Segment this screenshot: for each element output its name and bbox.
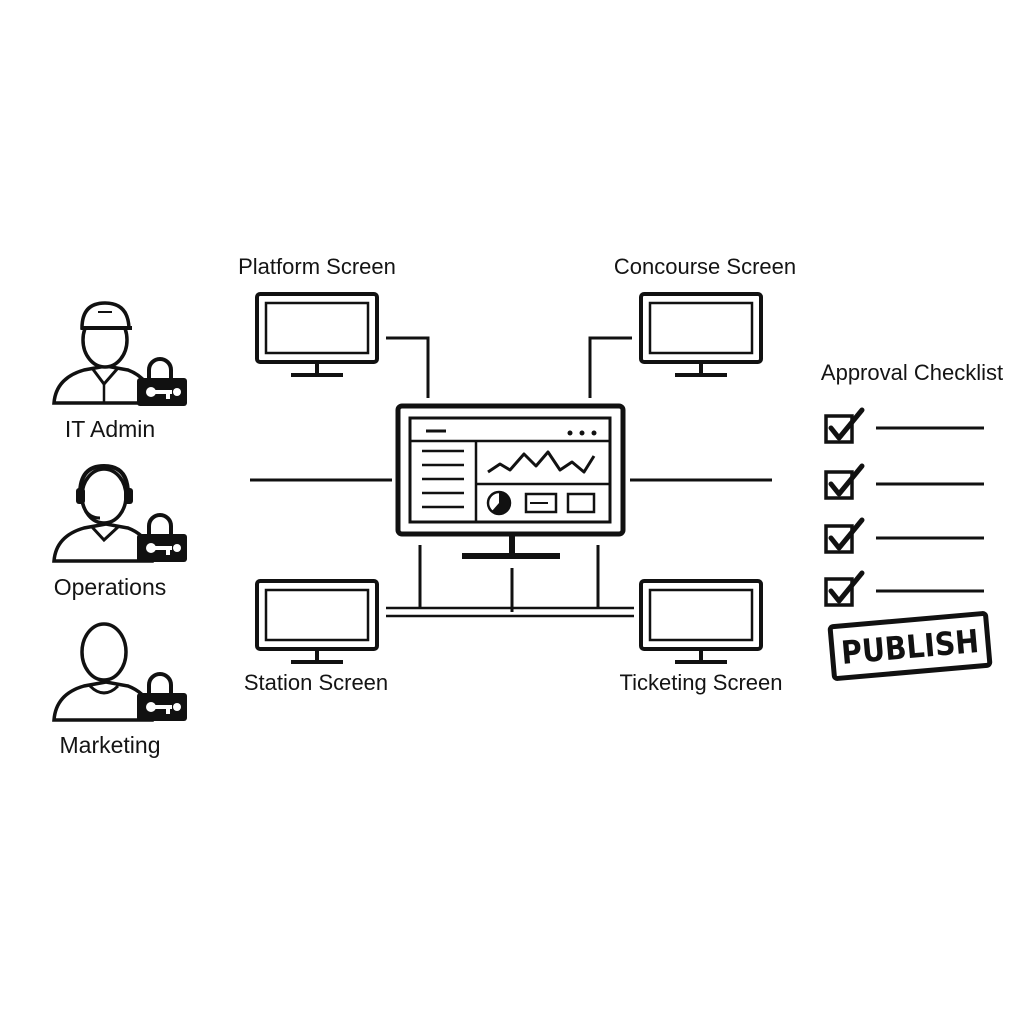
role-it-admin: IT Admin: [52, 301, 189, 442]
screen-station: Station Screen: [244, 579, 388, 695]
pie-chart-icon: [486, 490, 512, 516]
checklist-item: [826, 573, 984, 605]
monitor-icon: [639, 292, 763, 377]
line-chart-icon: [487, 450, 596, 474]
screen-label-concourse: Concourse Screen: [614, 254, 796, 279]
operator-with-headset-icon: [52, 463, 154, 563]
checkbox-checked-icon: [826, 573, 862, 605]
screen-ticketing: Ticketing Screen: [619, 579, 783, 695]
monitor-icon: [255, 579, 379, 664]
padlock-key-icon: [135, 672, 189, 723]
checkbox-checked-icon: [826, 410, 862, 442]
technician-with-cap-icon: [52, 301, 154, 405]
role-label-it-admin: IT Admin: [65, 416, 155, 442]
checklist-item: [826, 520, 984, 552]
person-icon: [52, 622, 154, 722]
monitor-icon: [255, 292, 379, 377]
screen-concourse: Concourse Screen: [614, 254, 796, 377]
checklist-item: [826, 466, 984, 498]
monitor-icon: [639, 579, 763, 664]
screen-platform: Platform Screen: [238, 254, 396, 377]
checkbox-checked-icon: [826, 520, 862, 552]
padlock-key-icon: [135, 357, 189, 408]
publish-stamp: PUBLISH: [827, 611, 993, 681]
checklist-title: Approval Checklist: [821, 360, 1003, 385]
role-label-marketing: Marketing: [60, 732, 161, 758]
role-marketing: Marketing: [52, 622, 189, 758]
checklist-item: [826, 410, 984, 442]
central-dashboard-monitor: [395, 403, 626, 559]
padlock-key-icon: [135, 513, 189, 564]
screen-label-ticketing: Ticketing Screen: [619, 670, 782, 695]
role-label-operations: Operations: [54, 574, 167, 600]
approval-checklist: Approval Checklist PUBLISH: [821, 360, 1003, 681]
network-connectors: [250, 336, 772, 618]
role-operations: Operations: [52, 463, 189, 600]
checkbox-checked-icon: [826, 466, 862, 498]
screen-label-station: Station Screen: [244, 670, 388, 695]
screen-label-platform: Platform Screen: [238, 254, 396, 279]
